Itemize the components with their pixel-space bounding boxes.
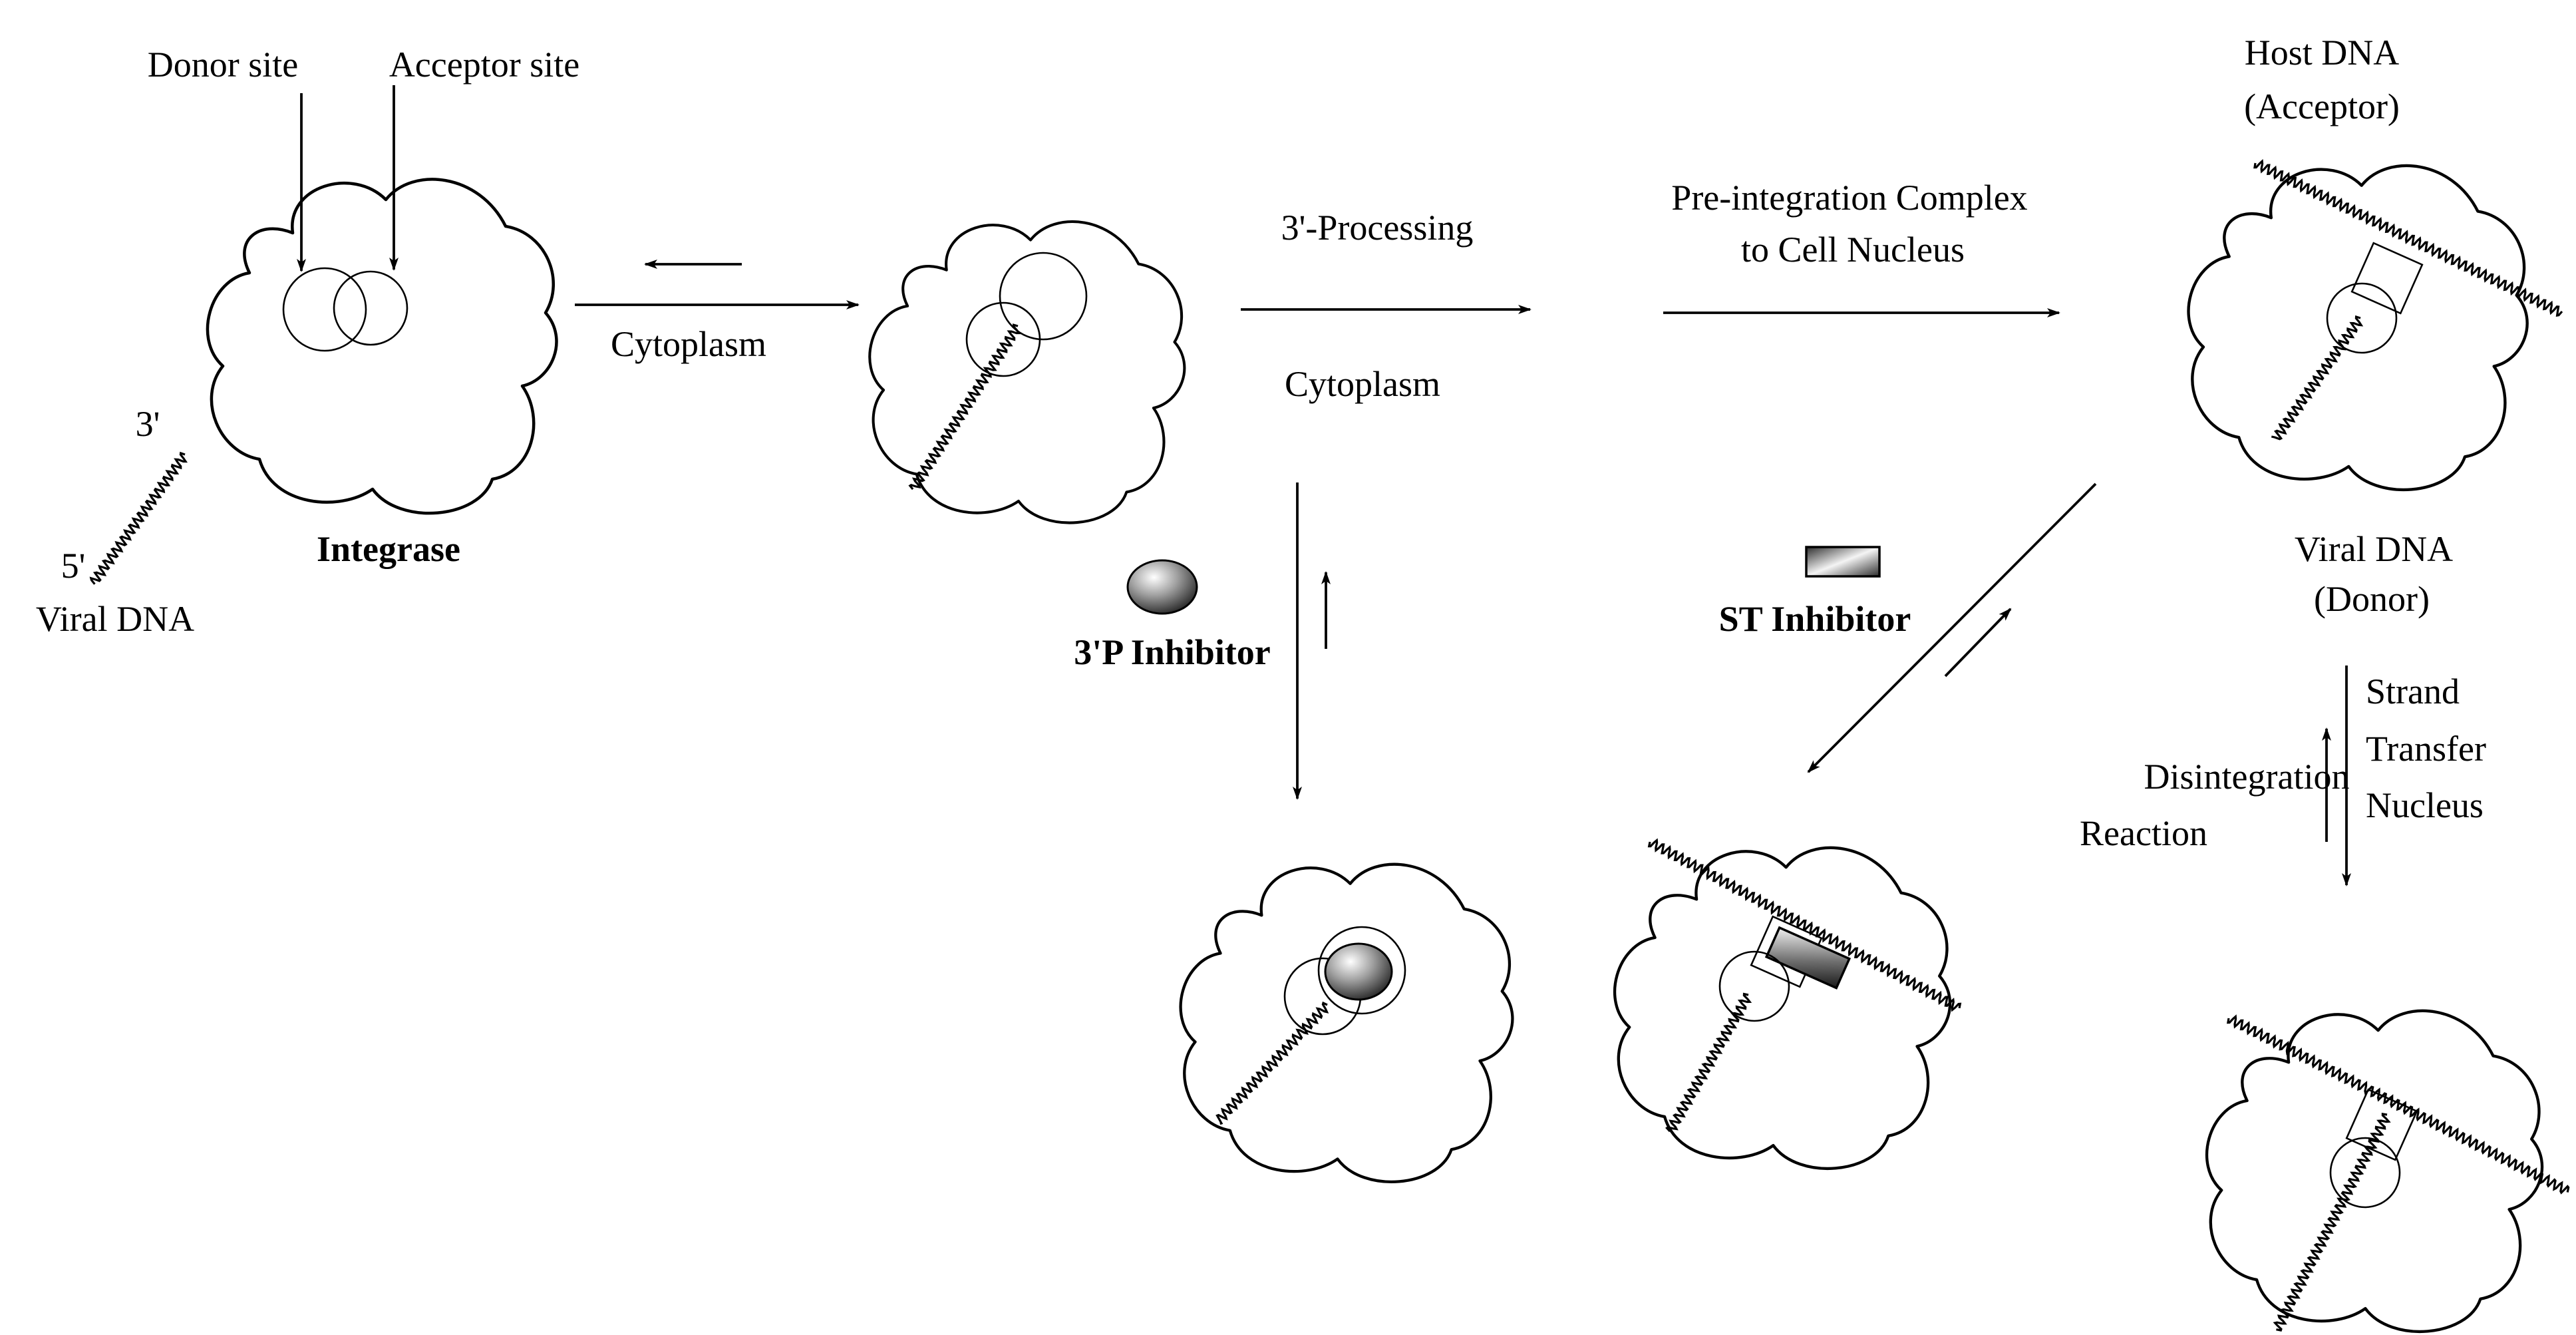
3p-inhibitor-icon — [1126, 559, 1198, 615]
bound-viral-dna — [2271, 315, 2364, 441]
acceptor-site-label: Acceptor site — [389, 45, 579, 85]
bound-3p-inhibitor — [1324, 942, 1393, 1001]
host-dna-strand — [1647, 838, 1962, 1012]
donor-site-circle — [1718, 950, 1790, 1022]
acceptor-site-circle — [999, 252, 1088, 341]
processing-label: 3'-Processing — [1281, 208, 1474, 248]
st-reverse-arrow — [1944, 608, 2012, 677]
donor-site-label: Donor site — [148, 45, 298, 85]
host-dna-label-line2: (Acceptor) — [2244, 87, 2400, 126]
integrase-dna-complex — [870, 222, 1184, 523]
reaction-label: Reaction — [2080, 813, 2207, 853]
viral-dna-strand — [89, 451, 188, 585]
bound-st-inhibitor — [1764, 926, 1852, 990]
host-dna-strand — [2253, 158, 2563, 317]
viral-dna-donor-line1: Viral DNA — [2295, 529, 2453, 569]
st-inhibitor-label: ST Inhibitor — [1719, 599, 1911, 639]
integrated-viral-dna — [2273, 1113, 2391, 1332]
viral-dna-donor-line2: (Donor) — [2314, 579, 2430, 619]
3p-inhibited-complex — [1181, 864, 1513, 1182]
transfer-label: Transfer — [2366, 729, 2486, 769]
st-inhibition-arrow — [1807, 482, 2097, 773]
three-prime-label: 3' — [136, 404, 160, 444]
host-dna-label-line1: Host DNA — [2245, 33, 2400, 73]
st-inhibited-complex — [1615, 848, 1950, 1169]
bound-viral-dna — [1665, 992, 1752, 1133]
pic-label-line1: Pre-integration Complex — [1671, 178, 2027, 218]
acceptor-site-circle — [1317, 926, 1406, 1015]
donor-site-circle — [2329, 1137, 2401, 1209]
3p-inhibitor-label: 3'P Inhibitor — [1074, 632, 1271, 672]
integrated-product — [2207, 1011, 2542, 1332]
five-prime-label: 5' — [61, 546, 86, 586]
integrase-label: Integrase — [317, 529, 460, 569]
bound-viral-dna — [908, 323, 1021, 490]
pre-integration-complex — [2189, 166, 2527, 490]
pic-label-line2: to Cell Nucleus — [1741, 230, 1965, 270]
acceptor-site-square — [2350, 242, 2424, 315]
viral-dna-label: Viral DNA — [36, 599, 194, 639]
nucleus-label: Nucleus — [2366, 785, 2484, 825]
cytoplasm-label-2: Cytoplasm — [1285, 364, 1440, 404]
disintegration-label: Disintegration — [2144, 757, 2350, 797]
donor-site-circle — [2326, 282, 2398, 354]
bound-viral-dna — [1215, 1001, 1329, 1125]
acceptor-site-circle — [333, 270, 408, 346]
host-dna-strand — [2226, 1014, 2570, 1195]
st-inhibitor-icon — [1805, 546, 1881, 578]
cytoplasm-label-1: Cytoplasm — [611, 324, 766, 364]
strand-label: Strand — [2366, 671, 2460, 711]
acceptor-site-square — [2345, 1088, 2418, 1161]
donor-site-circle — [282, 267, 367, 352]
integrase-enzyme — [208, 179, 557, 513]
